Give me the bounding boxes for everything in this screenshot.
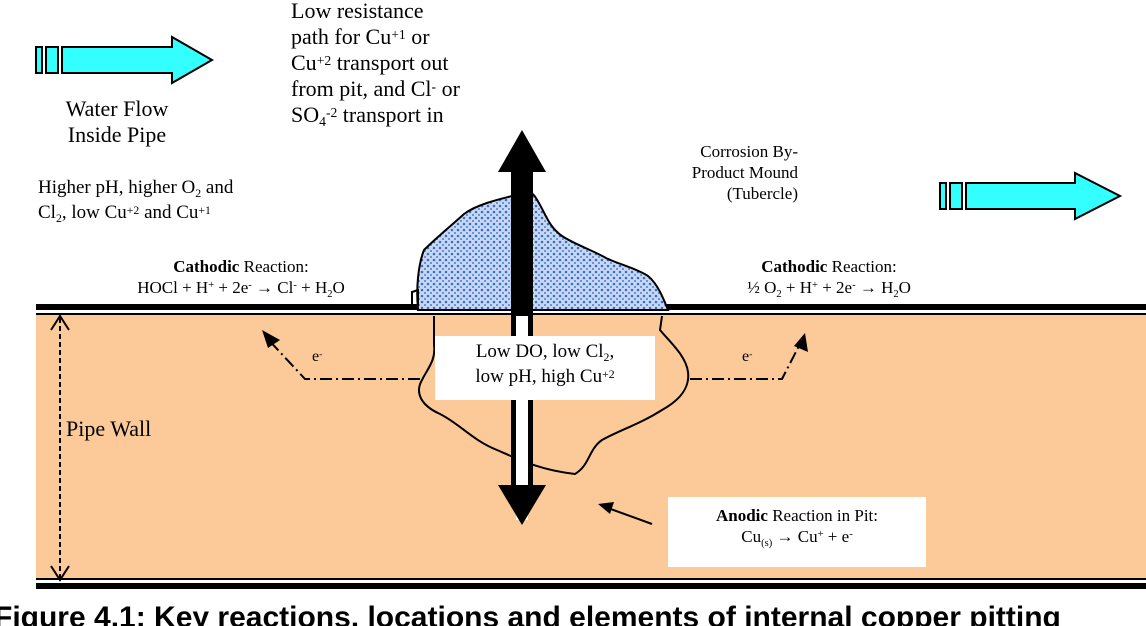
bulk-water-note: Higher pH, higher O2 and Cl2, low Cu+2 a… — [38, 176, 298, 226]
pipe-wall-label: Pipe Wall — [66, 416, 152, 441]
tubercle-line3: (Tubercle) — [726, 184, 798, 203]
transport-arrow-up-head — [498, 130, 546, 172]
path-note-line2: path for Cu+1 or — [291, 24, 430, 49]
transport-path-note: Low resistance path for Cu+1 or Cu+2 tra… — [291, 0, 511, 131]
pipe-bottom-line — [36, 583, 1146, 589]
flow-arrow-left — [35, 35, 215, 85]
water-flow-line1: Water Flow — [65, 96, 169, 121]
pit-conditions-line2: low pH, high Cu+2 — [475, 366, 615, 387]
electron-path-left — [262, 330, 420, 380]
electron-path-right — [690, 333, 808, 380]
path-note-line4: from pit, and Cl- or — [291, 76, 460, 101]
path-note-line3: Cu+2 transport out — [291, 50, 449, 75]
anodic-reaction-box: Anodic Reaction in Pit: Cu(s) → Cu+ + e- — [668, 497, 926, 567]
tubercle-line2: Product Mound — [691, 163, 798, 182]
transport-arrow-shaft-upper — [511, 170, 533, 316]
pit-conditions-line1: Low DO, low Cl2, — [475, 341, 615, 364]
path-note-line1: Low resistance — [291, 0, 424, 23]
water-flow-line2: Inside Pipe — [67, 122, 167, 147]
flow-arrow-right — [939, 171, 1123, 221]
pipe-wall-dimension — [50, 314, 70, 582]
bulk-water-line2: Cl2, low Cu+2 and Cu+1 — [38, 202, 211, 225]
pipe-top-line-thin — [36, 313, 1146, 315]
cathodic-right-equation: ½ O2 + H+ + 2e- → H2O — [747, 278, 911, 300]
water-flow-label: Water Flow Inside Pipe — [58, 96, 176, 148]
path-note-line5: SO4-2 transport in — [291, 102, 444, 129]
electron-label-left: e- — [312, 348, 323, 365]
tubercle-label: Corrosion By- Product Mound (Tubercle) — [658, 141, 798, 204]
cathodic-right-title: Cathodic Reaction: — [761, 257, 897, 276]
anodic-title: Anodic Reaction in Pit: — [716, 506, 878, 525]
anodic-equation: Cu(s) → Cu+ + e- — [741, 527, 853, 549]
pipe-bottom-line-thin — [36, 578, 1146, 580]
tubercle-lip — [411, 288, 419, 306]
cathodic-reaction-right: Cathodic Reaction: ½ O2 + H+ + 2e- → H2O — [716, 256, 942, 301]
bulk-water-line1: Higher pH, higher O2 and — [38, 177, 234, 200]
transport-arrow-down-head — [498, 485, 546, 525]
electron-label-right: e- — [742, 348, 753, 365]
pit-outline — [418, 315, 690, 476]
figure-caption: Figure 4.1: Key reactions, locations and… — [0, 601, 1061, 626]
cathodic-left-title: Cathodic Reaction: — [173, 257, 309, 276]
anodic-pointer-arrow — [598, 502, 653, 525]
pit-conditions-box: Low DO, low Cl2, low pH, high Cu+2 — [435, 336, 655, 400]
cathodic-left-equation: HOCl + H+ + 2e- → Cl- + H2O — [137, 278, 345, 300]
cathodic-reaction-left: Cathodic Reaction: HOCl + H+ + 2e- → Cl-… — [112, 256, 370, 301]
tubercle-line1: Corrosion By- — [700, 142, 798, 161]
tubercle-mound — [416, 189, 670, 311]
